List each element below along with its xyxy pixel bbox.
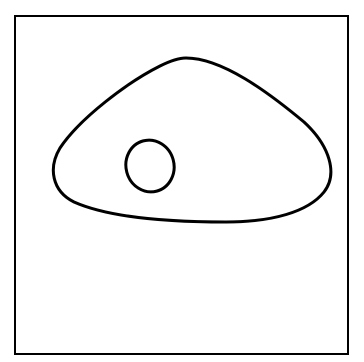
diagram-canvas	[0, 0, 364, 362]
